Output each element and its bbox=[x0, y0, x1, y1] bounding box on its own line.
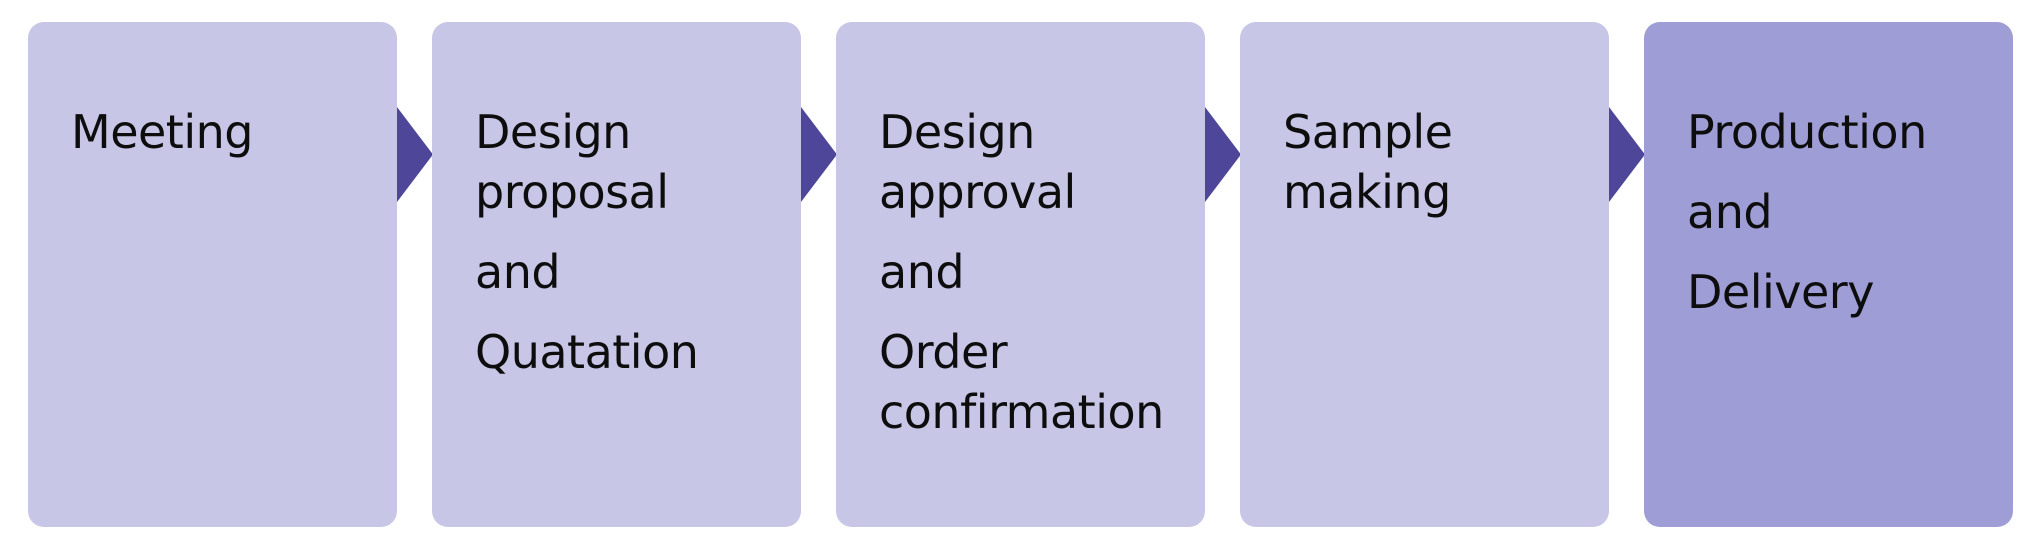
step-text-line: and bbox=[475, 245, 561, 299]
step-text-line: Design bbox=[879, 105, 1035, 159]
step-design-proposal: Design proposal and Quatation bbox=[432, 22, 801, 527]
step-production-delivery: Production and Delivery bbox=[1644, 22, 2013, 527]
step-text-line: and bbox=[879, 245, 965, 299]
arrow-icon bbox=[801, 107, 837, 202]
step-text-line: making bbox=[1283, 165, 1451, 219]
step-text-line: Quatation bbox=[475, 325, 699, 379]
step-text-line: proposal bbox=[475, 165, 669, 219]
step-text-line: Design bbox=[475, 105, 631, 159]
step-design-approval: Design approval and Order confirmation bbox=[836, 22, 1205, 527]
step-text-line: confirmation bbox=[879, 385, 1164, 439]
arrow-icon bbox=[397, 107, 433, 202]
step-text-line: Sample bbox=[1283, 105, 1453, 159]
arrow-icon bbox=[1205, 107, 1241, 202]
arrow-icon bbox=[1609, 107, 1645, 202]
step-text-line: Meeting bbox=[71, 105, 253, 159]
step-meeting: Meeting bbox=[28, 22, 397, 527]
step-text-line: Delivery bbox=[1687, 265, 1874, 319]
step-sample-making: Sample making bbox=[1240, 22, 1609, 527]
step-text-line: approval bbox=[879, 165, 1076, 219]
step-text-line: Order bbox=[879, 325, 1008, 379]
step-text-line: and bbox=[1687, 185, 1773, 239]
step-text-line: Production bbox=[1687, 105, 1927, 159]
